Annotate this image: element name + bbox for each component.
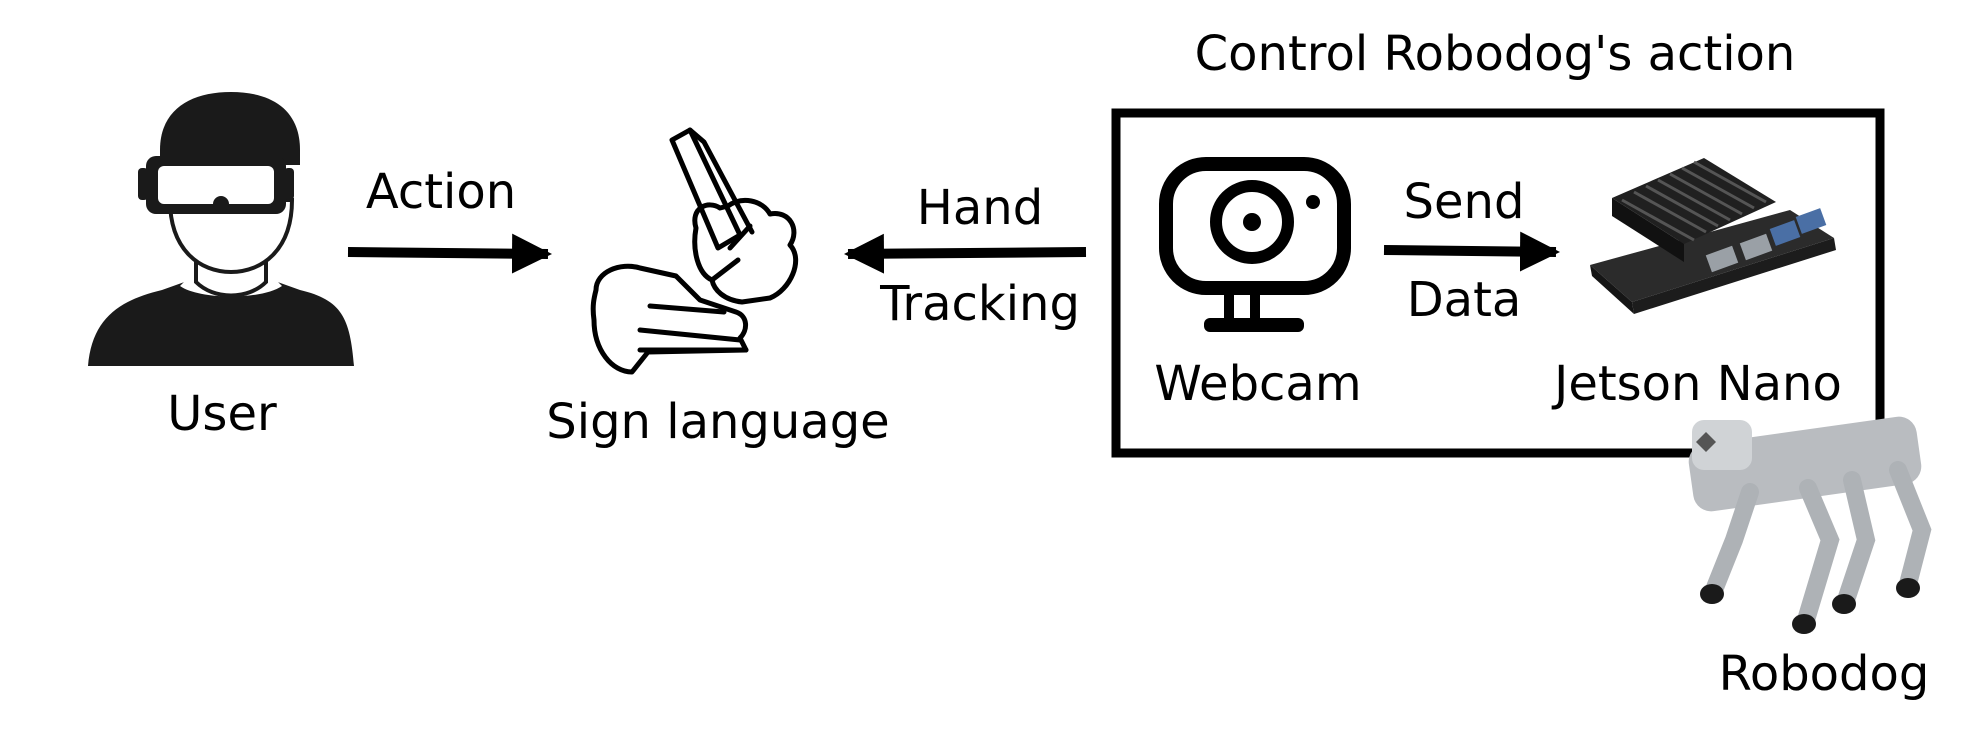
webcam-icon bbox=[1159, 157, 1351, 332]
send-data-label-line1: Send bbox=[1403, 174, 1525, 230]
action-arrow bbox=[347, 233, 552, 274]
user-label: User bbox=[167, 386, 277, 442]
user-icon bbox=[88, 92, 354, 366]
sign-language-label: Sign language bbox=[546, 394, 890, 450]
hand-tracking-label-line2: Tracking bbox=[880, 276, 1080, 332]
send-data-arrow bbox=[1383, 231, 1560, 272]
control-group-title: Control Robodog's action bbox=[1194, 26, 1796, 82]
hand-tracking-label-line1: Hand bbox=[916, 180, 1044, 236]
sign-language-icon bbox=[590, 127, 798, 375]
jetson-nano-label: Jetson Nano bbox=[1554, 356, 1842, 412]
robodog-label: Robodog bbox=[1718, 646, 1930, 702]
webcam-label: Webcam bbox=[1154, 356, 1362, 412]
send-data-label-line2: Data bbox=[1406, 272, 1522, 328]
hand-tracking-arrow bbox=[844, 233, 1087, 274]
action-label: Action bbox=[365, 164, 517, 220]
jetson-nano-icon bbox=[1590, 158, 1836, 314]
robodog-icon bbox=[1688, 416, 1932, 634]
control-group-box bbox=[1111, 108, 1885, 458]
